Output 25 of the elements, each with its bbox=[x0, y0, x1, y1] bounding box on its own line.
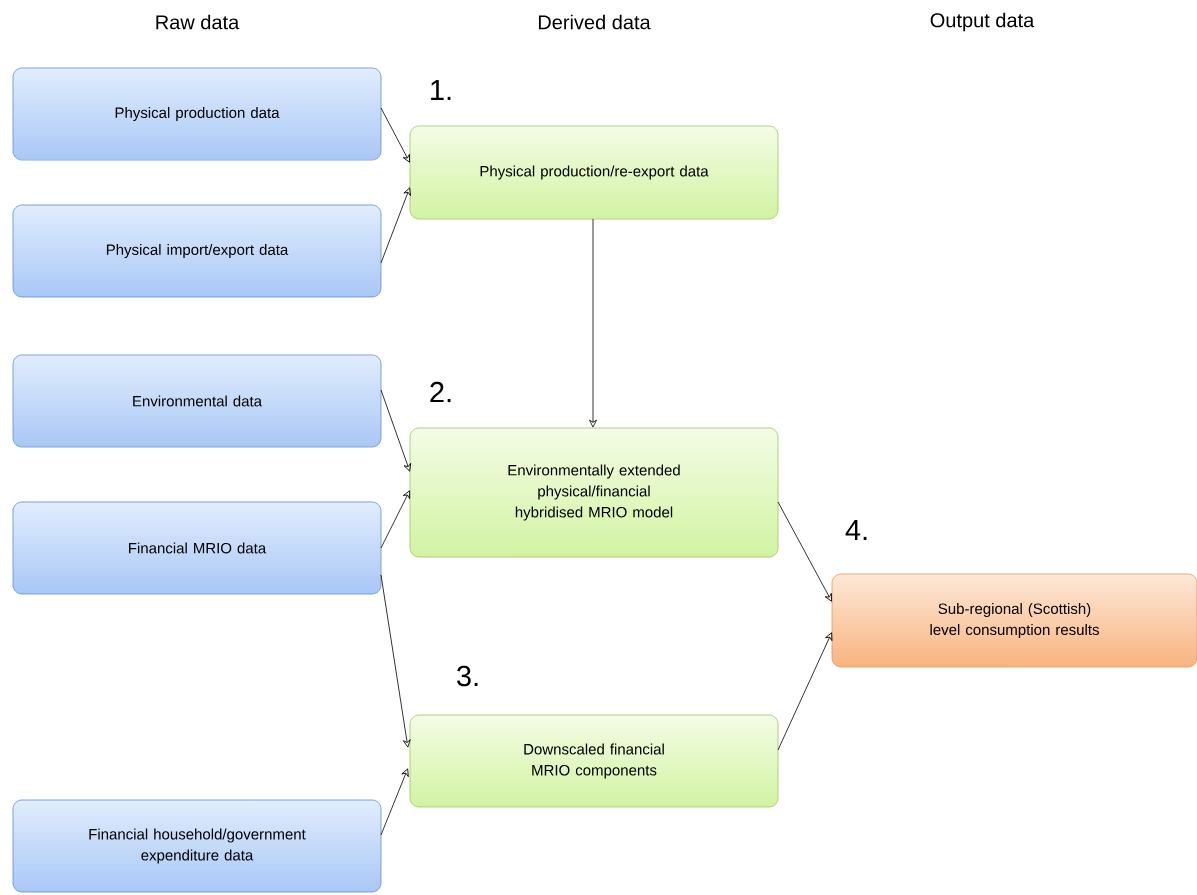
arrow bbox=[380, 389, 412, 472]
step-number: 2. bbox=[430, 381, 451, 403]
column-heading: Raw data bbox=[156, 14, 240, 30]
column-heading: Output data bbox=[930, 12, 1035, 32]
arrow bbox=[589, 218, 597, 428]
column-heading: Derived data bbox=[538, 14, 651, 30]
data-box: Financial MRIO data bbox=[12, 501, 382, 595]
arrow bbox=[777, 632, 833, 751]
arrow bbox=[380, 574, 411, 748]
arrow bbox=[380, 187, 411, 264]
step-number: 3. bbox=[457, 665, 478, 687]
data-box: Physical production data bbox=[12, 67, 382, 161]
process-box: Downscaled financial MRIO components bbox=[409, 714, 779, 808]
arrow bbox=[380, 490, 410, 549]
arrow bbox=[777, 501, 832, 602]
step-number: 4. bbox=[845, 520, 867, 540]
process-box: Environmentally extended physical/financial hybridised MRIO model bbox=[409, 427, 779, 558]
arrow bbox=[380, 768, 409, 836]
step-number: 1. bbox=[431, 80, 451, 100]
data-box: Physical import/export data bbox=[12, 204, 382, 298]
process-box: Physical production/re-export data bbox=[409, 125, 779, 220]
result-box: Sub-regional (Scottish) level consumption results bbox=[831, 573, 1197, 668]
data-box: Financial household/government expenditure data bbox=[12, 799, 382, 893]
arrow bbox=[380, 107, 410, 163]
data-box: Environmental data bbox=[12, 354, 382, 448]
